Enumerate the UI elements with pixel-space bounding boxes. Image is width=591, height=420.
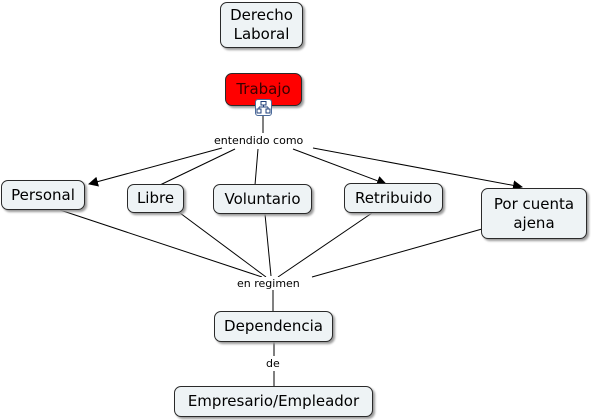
arrow-to-retribuido (292, 148, 387, 186)
arrow-to-personal (88, 147, 223, 187)
node-libre[interactable]: Libre (127, 184, 184, 213)
node-por-cuenta-ajena[interactable]: Por cuenta ajena (481, 188, 587, 239)
node-derecho-laboral[interactable]: Derecho Laboral (220, 2, 303, 48)
node-empresario-empleador[interactable]: Empresario/Empleador (174, 386, 373, 417)
node-voluntario[interactable]: Voluntario (213, 184, 312, 214)
line-personal-regimen (59, 209, 263, 278)
link-label-entendido-como: entendido como (212, 134, 306, 147)
line-cuenta-regimen (311, 228, 483, 278)
line-libre-regimen (179, 212, 267, 278)
node-dependencia[interactable]: Dependencia (214, 311, 333, 342)
arrow-to-por-cuenta-ajena (312, 147, 523, 191)
line-to-voluntario (254, 148, 259, 186)
concept-map-icon[interactable] (255, 99, 272, 116)
link-label-en-regimen: en regimen (235, 277, 302, 290)
node-personal[interactable]: Personal (1, 180, 85, 210)
node-retribuido[interactable]: Retribuido (344, 183, 443, 213)
line-to-libre (159, 148, 236, 186)
link-label-de: de (264, 357, 282, 370)
node-trabajo[interactable]: Trabajo (225, 73, 302, 106)
line-retribuido-regimen (277, 212, 373, 278)
line-voluntario-regimen (264, 213, 272, 277)
